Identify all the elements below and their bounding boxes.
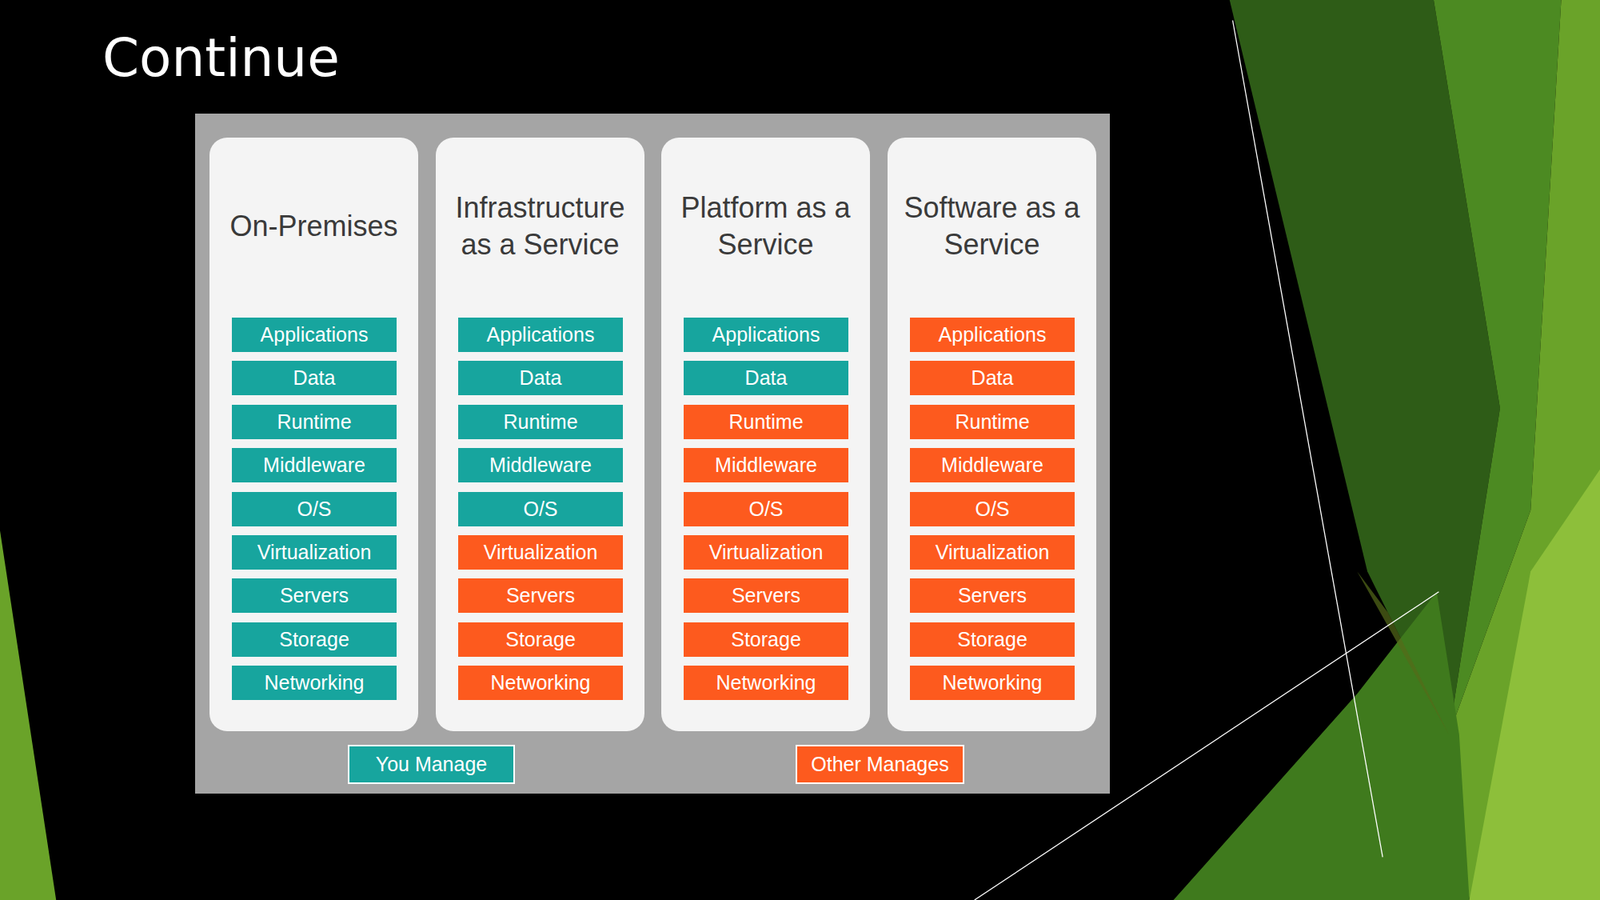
layer-tile: Networking <box>458 665 623 700</box>
legend-swatch: You Manage <box>347 744 515 784</box>
layer-label: Servers <box>731 583 801 607</box>
column-heading: Infrastructure as a Service <box>435 189 645 264</box>
layer-tile: Storage <box>683 622 849 657</box>
layer-label: O/S <box>522 497 558 521</box>
green-facet <box>1448 0 1600 900</box>
layer-label: Servers <box>279 583 349 607</box>
layer-label: Virtualization <box>709 540 824 564</box>
layer-tile: Networking <box>231 665 397 700</box>
layer-tile: Data <box>683 360 849 396</box>
layer-tile: Storage <box>458 622 623 657</box>
layer-tile: O/S <box>231 491 397 527</box>
layer-label: Storage <box>957 627 1028 651</box>
service-column: Platform as a ServiceApplicationsDataRun… <box>661 137 870 731</box>
legend-label: You Manage <box>375 752 487 776</box>
layer-label: Applications <box>938 323 1047 347</box>
service-column: Infrastructure as a ServiceApplicationsD… <box>435 137 645 731</box>
layer-label: Middleware <box>489 453 592 477</box>
layer-tile: Storage <box>231 622 397 657</box>
layer-tile: Data <box>458 360 623 396</box>
layer-tile: Networking <box>683 665 849 700</box>
layer-tile: Data <box>909 360 1075 396</box>
layer-tile: Middleware <box>909 447 1075 483</box>
service-column: Software as a ServiceApplicationsDataRun… <box>887 137 1097 731</box>
layer-label: Virtualization <box>483 540 599 564</box>
layer-tile: Runtime <box>909 404 1075 439</box>
service-column: On-PremisesApplicationsDataRuntimeMiddle… <box>209 137 419 731</box>
layer-label: Middleware <box>263 453 366 477</box>
layer-tile: O/S <box>683 491 849 527</box>
column-heading: On-Premises <box>209 207 419 245</box>
layer-label: Runtime <box>276 410 352 434</box>
green-facet <box>1356 570 1449 735</box>
layer-label: Virtualization <box>257 540 372 564</box>
layer-label: Storage <box>505 627 576 651</box>
green-facet <box>0 530 56 900</box>
layer-label: Data <box>745 366 788 390</box>
layer-label: O/S <box>974 497 1010 521</box>
layer-label: O/S <box>748 497 783 521</box>
layer-label: Middleware <box>941 453 1044 477</box>
layer-tile: Middleware <box>458 447 623 483</box>
accent-line <box>1232 20 1384 858</box>
layer-label: Networking <box>263 670 364 695</box>
layer-label: Middleware <box>714 453 818 477</box>
layer-tile: Virtualization <box>458 534 623 570</box>
layer-label: Virtualization <box>935 540 1050 564</box>
layer-tile: Middleware <box>231 447 397 483</box>
diagram-panel: On-PremisesApplicationsDataRuntimeMiddle… <box>195 113 1110 794</box>
column-heading: Platform as a Service <box>661 189 870 264</box>
layer-label: Applications <box>486 323 595 347</box>
layer-tile: Virtualization <box>231 534 397 570</box>
layer-label: Servers <box>506 583 575 607</box>
layer-tile: Data <box>231 360 397 396</box>
legend-swatch: Other Manages <box>795 744 965 784</box>
layer-tile: Applications <box>909 317 1075 352</box>
layer-label: Networking <box>715 670 816 695</box>
layer-tile: Runtime <box>458 404 623 439</box>
slide-title: Continue <box>102 27 340 89</box>
layer-tile: Servers <box>909 578 1075 613</box>
layer-tile: Networking <box>909 665 1075 700</box>
layer-tile: Servers <box>231 578 397 613</box>
green-facet <box>1469 469 1600 900</box>
layer-label: Servers <box>957 583 1027 607</box>
layer-tile: Virtualization <box>909 534 1075 570</box>
layer-label: Storage <box>279 627 350 651</box>
layer-label: Data <box>293 366 336 390</box>
layer-label: Runtime <box>728 410 803 434</box>
layer-label: Applications <box>712 323 821 347</box>
layer-tile: Applications <box>231 317 397 352</box>
green-facet <box>1173 591 1470 900</box>
layer-tile: Storage <box>909 622 1075 657</box>
layer-label: Runtime <box>954 410 1030 434</box>
layer-tile: O/S <box>909 491 1075 527</box>
layer-label: Storage <box>730 627 802 651</box>
layer-label: Networking <box>941 670 1042 695</box>
layer-label: Runtime <box>502 410 578 434</box>
layer-tile: Servers <box>458 578 623 613</box>
layer-tile: Runtime <box>683 404 849 439</box>
layer-tile: Applications <box>458 317 623 352</box>
layer-tile: Runtime <box>231 404 397 439</box>
layer-label: Networking <box>490 670 591 695</box>
layer-tile: Virtualization <box>683 534 849 570</box>
layer-label: O/S <box>296 497 332 521</box>
layer-tile: Applications <box>683 317 849 352</box>
layer-label: Applications <box>260 323 369 347</box>
layer-tile: Middleware <box>683 447 849 483</box>
layer-label: Data <box>519 366 563 390</box>
layer-label: Data <box>971 366 1014 390</box>
legend-label: Other Manages <box>810 752 949 776</box>
layer-tile: O/S <box>458 491 623 527</box>
column-heading: Software as a Service <box>887 189 1097 264</box>
layer-tile: Servers <box>683 578 849 613</box>
